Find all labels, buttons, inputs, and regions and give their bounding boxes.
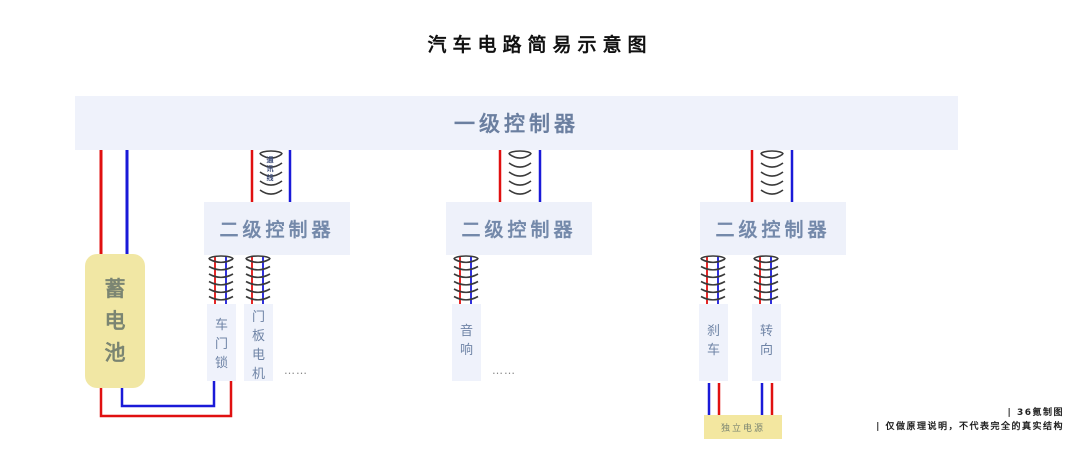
- credit-note: | 36氪制图: [1007, 408, 1064, 418]
- battery-to-lock-positive-wire: [99, 381, 233, 418]
- device-coil-icon: [700, 255, 726, 301]
- device-label: 门板电机: [252, 310, 266, 382]
- device-coil-icon: [208, 255, 234, 301]
- device-char: 刹: [707, 324, 721, 339]
- device-coil-icon: [753, 255, 779, 301]
- device-door-motor: 门板电机: [244, 304, 273, 382]
- device-brake: 刹 车: [699, 304, 728, 381]
- more-devices-ellipsis: ……: [492, 364, 516, 377]
- device-char: 车: [707, 343, 721, 358]
- device-coil-icon: [453, 255, 479, 301]
- more-devices-ellipsis: ……: [284, 364, 308, 377]
- device-audio: 音 响: [452, 304, 481, 381]
- device-steering: 转 向: [752, 304, 781, 381]
- device-char: 音: [460, 324, 474, 339]
- disclaimer-note: | 仅做原理说明，不代表完全的真实结构: [876, 422, 1064, 432]
- comm-line-coil-icon: [508, 150, 532, 195]
- comm-line-coil-icon: [760, 150, 784, 195]
- level1-controller: 一级控制器: [75, 96, 958, 150]
- level2-controller-3: 二级控制器: [700, 202, 846, 255]
- comm-line-label: 通讯线: [266, 156, 274, 182]
- level2-controller-2: 二级控制器: [446, 202, 592, 255]
- device-door-lock: 车门锁: [207, 304, 236, 381]
- device-char: 向: [760, 343, 774, 358]
- battery-label: 蓄电池: [104, 277, 126, 365]
- level2-controller-1: 二级控制器: [204, 202, 350, 255]
- comm-line-coil-icon: [259, 150, 283, 195]
- device-char: 响: [460, 343, 474, 358]
- diagram-title: 汽车电路简易示意图: [427, 34, 653, 56]
- device-coil-icon: [245, 255, 271, 301]
- battery-to-lock-negative-wire: [120, 381, 216, 408]
- independent-power-supply: 独立电源: [704, 415, 782, 439]
- battery: 蓄电池: [85, 254, 145, 388]
- device-char: 转: [760, 324, 774, 339]
- device-label: 车门锁: [215, 318, 229, 371]
